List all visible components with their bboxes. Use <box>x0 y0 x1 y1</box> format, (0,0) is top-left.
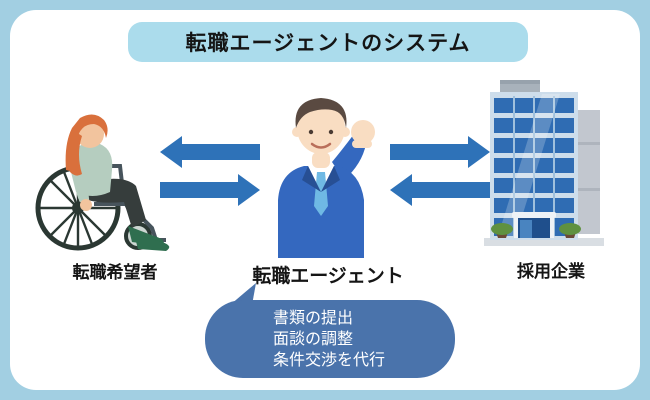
business-agent-icon <box>278 98 375 258</box>
wheelchair-user-icon <box>35 114 170 251</box>
label-agent: 転職エージェント <box>252 266 404 287</box>
arrows-seeker-agent-icon <box>160 136 260 206</box>
speech-bubble-tail <box>230 283 256 305</box>
bubble-line: 面談の調整 <box>273 331 354 348</box>
label-company: 採用企業 <box>517 262 585 281</box>
page-title: 転職エージェントのシステム <box>185 32 471 55</box>
title-banner: 転職エージェントのシステム <box>128 22 528 62</box>
arrows-agent-company-icon <box>390 136 490 206</box>
office-building-icon <box>484 80 604 246</box>
bubble-line: 書類の提出 <box>273 310 354 327</box>
label-seeker: 転職希望者 <box>72 263 158 282</box>
speech-bubble: 書類の提出 面談の調整 条件交渉を代行 <box>205 300 455 378</box>
bubble-line: 条件交渉を代行 <box>273 352 386 369</box>
